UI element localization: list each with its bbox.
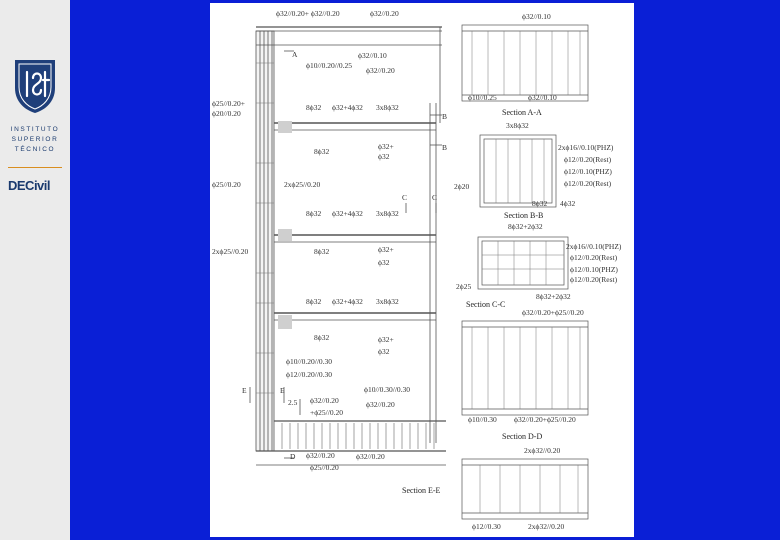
cc-r4: ϕ12//0.20(Rest) xyxy=(570,275,618,284)
bb-r3: ϕ12//0.10(PHZ) xyxy=(564,167,612,176)
label-beam6b: ϕ32+ xyxy=(378,335,394,344)
institute-line-2: SUPERIOR xyxy=(11,136,59,143)
cc-bottom: 8ϕ32+2ϕ32 xyxy=(536,292,571,301)
section-mark-b: B xyxy=(442,112,447,121)
bb-title: Section B-B xyxy=(504,211,543,220)
bb-bottom2: 4ϕ32 xyxy=(560,199,575,208)
label-bot7: ϕ32//0.20 xyxy=(306,451,335,460)
label-bot4: ϕ32//0.20 xyxy=(310,396,339,405)
label-beam1b: ϕ32+4ϕ32 xyxy=(332,103,363,112)
label-bot8: ϕ25//0.20 xyxy=(310,463,339,472)
bb-bottom: 8ϕ32 xyxy=(532,199,547,208)
section-mark-b2: B xyxy=(442,143,447,152)
bb-r2: ϕ12//0.20(Rest) xyxy=(564,155,612,164)
label-top3: ϕ32//0.10 xyxy=(358,51,387,60)
dd-top: ϕ32//0.20+ϕ25//0.20 xyxy=(522,308,584,317)
bb-left: 2ϕ20 xyxy=(454,182,469,191)
aa-bottom: ϕ10//0.25 xyxy=(468,93,497,102)
cc-r3: ϕ12//0.10(PHZ) xyxy=(570,265,618,274)
cc-top: 8ϕ32+2ϕ32 xyxy=(508,222,543,231)
label-beam3c: 3x8ϕ32 xyxy=(376,209,399,218)
label-bot3: ϕ10//0.30//0.30 xyxy=(364,385,410,394)
label-bot9: ϕ32//0.20 xyxy=(356,452,385,461)
label-left1b: ϕ20//0.20 xyxy=(212,109,241,118)
ist-logo-icon xyxy=(15,60,55,113)
cc-r2: ϕ12//0.20(Rest) xyxy=(570,253,618,262)
label-bot1: ϕ10//0.20//0.30 xyxy=(286,357,332,366)
label-beam4: 8ϕ32 xyxy=(314,247,329,256)
ee-top: 2xϕ32//0.20 xyxy=(524,446,560,455)
drawing-sheet: ϕ32//0.20+ ϕ32//0.20 ϕ32//0.20 ϕ32//0.10… xyxy=(210,3,634,537)
label-beam1: 8ϕ32 xyxy=(306,103,321,112)
dd-bottom: ϕ10//0.30 xyxy=(468,415,497,424)
label-beam5c: 3x8ϕ32 xyxy=(376,297,399,306)
label-beam5b: ϕ32+4ϕ32 xyxy=(332,297,363,306)
aa-bottom2: ϕ32//0.10 xyxy=(528,93,557,102)
section-dd xyxy=(461,320,589,416)
label-left1: ϕ25//0.20+ xyxy=(212,99,245,108)
label-beam4b: ϕ32+ xyxy=(378,245,394,254)
department-label: DECivil xyxy=(8,178,51,193)
divider xyxy=(8,167,62,168)
label-left3: 2xϕ25//0.20 xyxy=(212,247,248,256)
label-beam1c: 3x8ϕ32 xyxy=(376,103,399,112)
label-beam4c: ϕ32 xyxy=(378,258,390,267)
section-cc xyxy=(477,236,569,290)
section-mark-e: E xyxy=(242,386,247,395)
section-mark-a: A xyxy=(292,50,298,59)
label-beam3: 8ϕ32 xyxy=(306,209,321,218)
label-beam2b: ϕ32+ xyxy=(378,142,394,151)
cc-left: 2ϕ25 xyxy=(456,282,471,291)
label-bot2: ϕ12//0.20//0.30 xyxy=(286,370,332,379)
bb-top: 3x8ϕ32 xyxy=(506,121,529,130)
dd-bottom2: ϕ32//0.20+ϕ25//0.20 xyxy=(514,415,576,424)
ee-title: Section E-E xyxy=(402,486,441,495)
aa-title: Section A-A xyxy=(502,108,542,117)
section-aa xyxy=(461,24,589,102)
aa-top: ϕ32//0.10 xyxy=(522,12,551,21)
cc-r1: 2xϕ16//0.10(PHZ) xyxy=(566,242,622,251)
label-beam3b: ϕ32+4ϕ32 xyxy=(332,209,363,218)
section-mark-c: C xyxy=(402,193,407,202)
bb-r4: ϕ12//0.20(Rest) xyxy=(564,179,612,188)
section-mark-c2: C xyxy=(432,193,437,202)
reinforcement-drawing: ϕ32//0.20+ ϕ32//0.20 ϕ32//0.20 ϕ32//0.10… xyxy=(212,9,622,531)
label-dim: 2.5 xyxy=(288,398,298,407)
ee-bottom2: 2xϕ32//0.20 xyxy=(528,522,564,531)
cc-title: Section C-C xyxy=(466,300,505,309)
label-top1: ϕ32//0.20+ ϕ32//0.20 xyxy=(276,9,340,18)
dd-title: Section D-D xyxy=(502,432,542,441)
institute-line-1: INSTITUTO xyxy=(10,126,60,133)
label-beam6c: ϕ32 xyxy=(378,347,390,356)
label-beam2c: ϕ32 xyxy=(378,152,390,161)
wall-elevation xyxy=(249,26,446,466)
section-mark-d: D xyxy=(290,452,296,461)
label-top2: ϕ32//0.20 xyxy=(370,9,399,18)
label-mid1: 2xϕ25//0.20 xyxy=(284,180,320,189)
section-mark-e2: E xyxy=(280,386,285,395)
label-beam6: 8ϕ32 xyxy=(314,333,329,342)
label-bot5: +ϕ25//0.20 xyxy=(310,408,343,417)
bb-r1: 2xϕ16//0.10(PHZ) xyxy=(558,143,614,152)
label-beam2: 8ϕ32 xyxy=(314,147,329,156)
ee-bottom: ϕ12//0.30 xyxy=(472,522,501,531)
label-top4: ϕ10//0.20//0.25 xyxy=(306,61,352,70)
sidebar: INSTITUTO SUPERIOR TÉCNICO DECivil xyxy=(0,0,70,540)
institute-line-3: TÉCNICO xyxy=(14,146,56,153)
label-beam5: 8ϕ32 xyxy=(306,297,321,306)
section-ee xyxy=(461,458,589,520)
section-bb xyxy=(479,134,557,208)
label-bot6: ϕ32//0.20 xyxy=(366,400,395,409)
label-left2: ϕ25//0.20 xyxy=(212,180,241,189)
label-top5: ϕ32//0.20 xyxy=(366,66,395,75)
